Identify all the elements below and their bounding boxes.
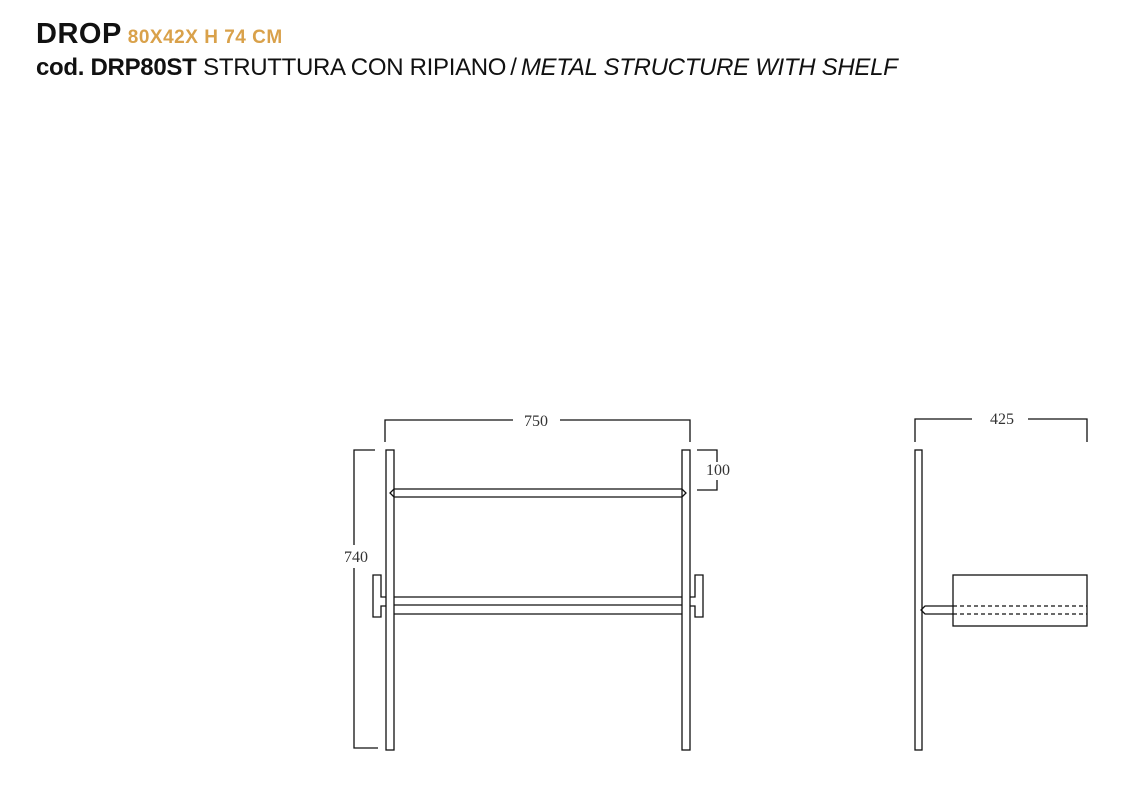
height-dimension-label: 740 — [344, 549, 368, 566]
front-view — [353, 419, 718, 751]
side-leg — [914, 449, 923, 751]
width-dimension-line-left — [384, 419, 513, 442]
depth-dimension-line-left — [914, 418, 972, 442]
product-name: DROP — [36, 18, 122, 50]
height-dimension-line-top — [353, 449, 375, 545]
description-english: METAL STRUCTURE WITH SHELF — [520, 54, 898, 81]
depth-dimension-line-right — [1028, 418, 1088, 442]
description-italian: STRUTTURA CON RIPIANO — [203, 54, 507, 81]
offset-dimension-top — [697, 449, 718, 462]
product-code: cod. DRP80ST — [36, 54, 197, 81]
side-view — [914, 418, 1088, 751]
side-shelf-arm — [920, 605, 953, 615]
depth-dimension-label: 425 — [990, 411, 1014, 428]
height-dimension-line-bottom — [353, 568, 378, 749]
offset-dimension-bottom — [697, 480, 718, 491]
right-leg — [681, 449, 691, 751]
description-separator: / — [510, 54, 517, 81]
width-dimension-label: 750 — [524, 413, 548, 430]
offset-dimension-label: 100 — [706, 462, 730, 479]
product-dimensions: 80X42X H 74 CM — [127, 27, 283, 48]
side-shelf-box — [952, 574, 1088, 627]
left-leg — [385, 449, 395, 751]
code-line: cod. DRP80ST STRUTTURA CON RIPIANO/METAL… — [36, 54, 898, 82]
top-rail — [389, 488, 687, 498]
right-shelf-bracket — [690, 574, 704, 618]
width-dimension-line-right — [560, 419, 691, 442]
left-shelf-bracket — [372, 574, 386, 618]
